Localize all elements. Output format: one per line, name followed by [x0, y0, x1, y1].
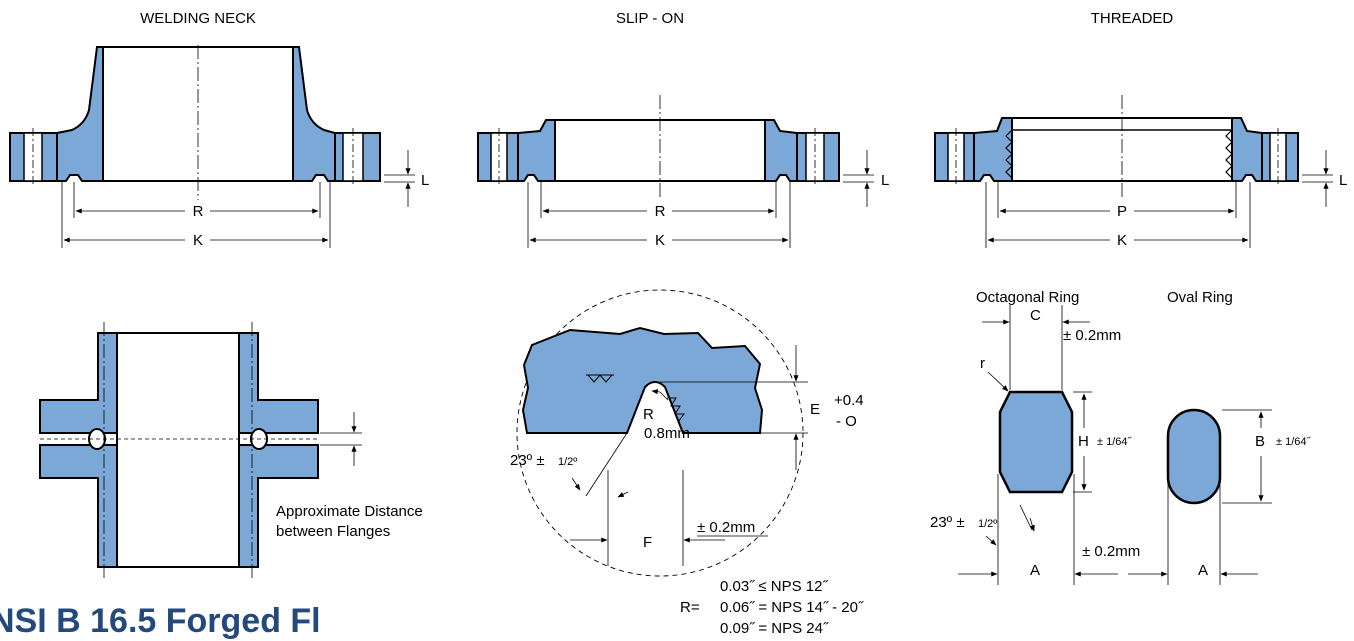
dim-r: r — [980, 355, 985, 372]
a-tol: ± 0.2mm — [1082, 543, 1140, 560]
ring-gaskets: Octagonal Ring Oval Ring C ± 0.2mm r H ±… — [930, 289, 1312, 585]
dim-L-slip: L — [881, 172, 889, 189]
octagonal-ring — [998, 390, 1074, 494]
dim-C: C — [1030, 307, 1041, 324]
dim-K-slip: K — [655, 232, 665, 249]
groove-radius-value: 0.8mm — [644, 425, 690, 442]
r-value-table: R= 0.03˝ ≤ NPS 12˝ 0.06˝ = NPS 14˝ - 20˝… — [680, 578, 864, 637]
dim-A-oval: A — [1198, 562, 1208, 579]
dim-H: H — [1078, 433, 1089, 450]
dim-L-weld: L — [421, 172, 429, 189]
r-table-prefix: R= — [680, 599, 700, 616]
slip-on-heading: SLIP - ON — [616, 10, 684, 27]
oval-ring — [1166, 408, 1222, 505]
dim-R-slip: R — [655, 203, 666, 220]
flange-assembly: Approximate Distance between Flanges — [39, 322, 423, 580]
e-tol-plus: +0.4 — [834, 392, 864, 409]
welding-neck-heading: WELDING NECK — [140, 10, 256, 27]
dim-R-weld: R — [193, 203, 204, 220]
b-tol: ± 1/64˝ — [1276, 436, 1312, 448]
r-table-row-3: 0.09˝ = NPS 24˝ — [720, 620, 829, 637]
threaded-flange: THREADED L P K — [934, 10, 1347, 249]
dim-A-octagonal: A — [1030, 562, 1040, 579]
c-tol: ± 0.2mm — [1063, 327, 1121, 344]
dim-F: F — [643, 534, 652, 551]
dim-P-thread: P — [1117, 203, 1127, 220]
assembly-note-line2: between Flanges — [276, 523, 390, 540]
groove-section — [521, 326, 764, 434]
welding-neck-left-body — [56, 46, 104, 182]
threaded-heading: THREADED — [1091, 10, 1174, 27]
groove-radius-label: R — [643, 406, 654, 423]
assembly-note-line1: Approximate Distance — [276, 503, 423, 520]
dim-L-thread: L — [1339, 172, 1347, 189]
groove-detail: E +0.4 - O R 0.8mm 23º ± 1/2º F ± 0.2mm — [510, 289, 864, 577]
f-tol: ± 0.2mm — [697, 519, 755, 536]
slip-on-flange: SLIP - ON L R K — [477, 10, 889, 249]
ring-angle: 23º ± — [930, 514, 965, 531]
page-title: NSI B 16.5 Forged Fl — [0, 602, 321, 640]
groove-angle-frac: 1/2º — [558, 456, 577, 468]
welding-neck-flange: WELDING NECK L R K — [9, 10, 429, 249]
octagonal-ring-title: Octagonal Ring — [976, 289, 1079, 306]
groove-angle: 23º ± — [510, 452, 545, 469]
h-tol: ± 1/64˝ — [1097, 436, 1133, 448]
dim-E: E — [810, 401, 820, 418]
dim-B: B — [1255, 433, 1265, 450]
welding-neck-right-body — [292, 46, 336, 182]
ring-angle-frac: 1/2º — [978, 518, 997, 530]
r-table-row-2: 0.06˝ = NPS 14˝ - 20˝ — [720, 599, 864, 616]
dim-K-thread: K — [1117, 232, 1127, 249]
oval-ring-title: Oval Ring — [1167, 289, 1233, 306]
r-table-row-1: 0.03˝ ≤ NPS 12˝ — [720, 578, 828, 595]
e-tol-minus: - O — [836, 413, 857, 430]
dim-K-weld: K — [193, 232, 203, 249]
